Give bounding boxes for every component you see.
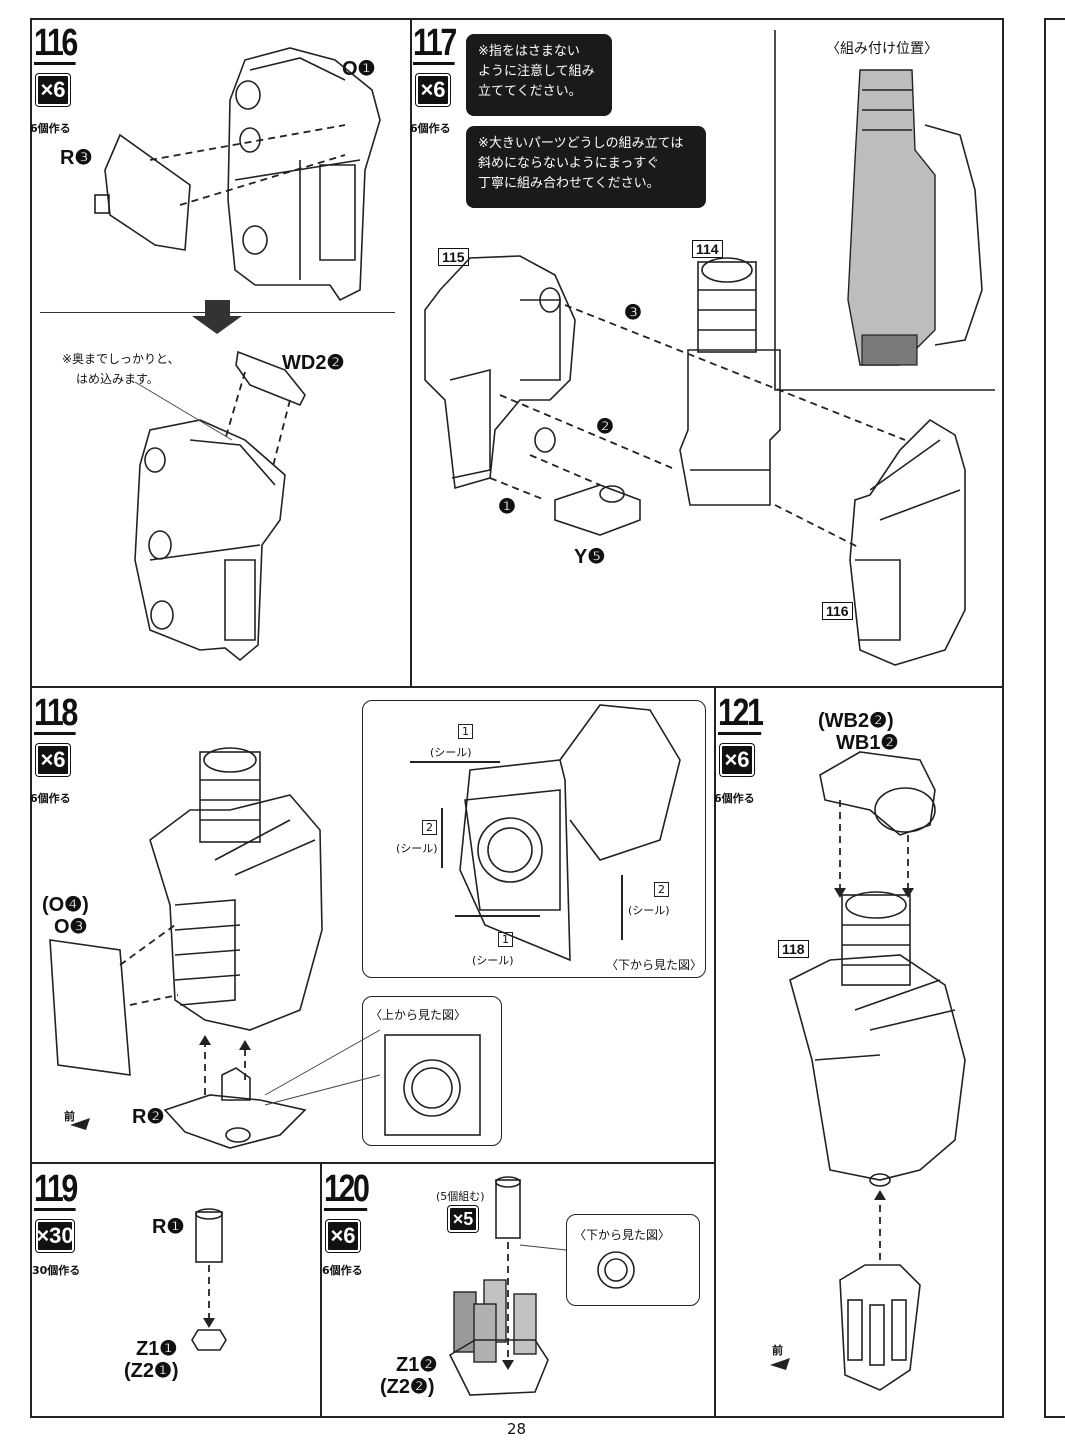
make-count-120: 6個作る xyxy=(322,1264,363,1277)
part-label-o1: O❶ xyxy=(342,58,376,80)
part-label-z1-1: Z1❶ xyxy=(136,1338,178,1360)
part-label-r2: R❷ xyxy=(132,1106,165,1128)
make-count-118: 6個作る xyxy=(30,792,71,805)
ref-box-114: 114 xyxy=(692,240,723,258)
sticker-seal-label-4: (シール) xyxy=(472,954,514,967)
sticker-number-1a: 1 xyxy=(458,724,473,739)
part-label-o4: (O❹) xyxy=(42,894,89,916)
multiplier-badge-118: ×6 xyxy=(36,744,70,776)
part-label-wb1: WB1❷ xyxy=(836,732,899,754)
sticker-seal-label-2: (シール) xyxy=(396,842,438,855)
part-label-r3: R❸ xyxy=(60,147,93,169)
make-count-116: 6個作る xyxy=(30,122,71,135)
page-number: 28 xyxy=(507,1420,527,1438)
panel-step-120 xyxy=(320,1162,716,1418)
warning-fingers-line1: ※指をはさまない xyxy=(478,44,580,59)
multiplier-badge-121: ×6 xyxy=(720,744,754,776)
make-five-label: (5個組む) xyxy=(436,1190,485,1203)
sticker-inset xyxy=(362,700,706,978)
ref-box-115: 115 xyxy=(438,248,469,266)
step-number-121: 121 xyxy=(718,692,764,735)
part-label-r1: R❶ xyxy=(152,1216,185,1238)
step-number-117: 117 xyxy=(413,22,457,65)
warning-box-fingers: ※指をはさまない ように注意して組み 立ててください。 xyxy=(466,34,612,116)
part-label-o3: O❸ xyxy=(54,916,88,938)
ref-box-118: 118 xyxy=(778,940,809,958)
part-label-wb2: (WB2❷) xyxy=(818,710,894,732)
bottom-view-label-118: 〈下から見た図〉 xyxy=(606,958,703,972)
make-count-117: 6個作る xyxy=(410,122,451,135)
part-label-y5: Y❺ xyxy=(574,546,606,568)
sticker-number-2a: 2 xyxy=(422,820,437,835)
sticker-seal-label-1: (シール) xyxy=(430,746,472,759)
multiplier-badge-119: ×30 xyxy=(36,1220,74,1252)
warning-box-alignment: ※大きいパーツどうしの組み立ては 斜めにならないようにまっすぐ 丁寧に組み合わせ… xyxy=(466,126,706,208)
step-number-119: 119 xyxy=(34,1168,78,1211)
front-label-118: 前 xyxy=(64,1110,75,1123)
multiplier-badge-120: ×6 xyxy=(326,1220,360,1252)
sticker-number-2b: 2 xyxy=(654,882,669,897)
top-view-label: 〈上から見た図〉 xyxy=(370,1008,467,1022)
panel-next-page-edge xyxy=(1044,18,1065,1418)
step-number-118: 118 xyxy=(34,692,78,735)
ref-box-116: 116 xyxy=(822,602,853,620)
note-push-line2: はめ込みます。 xyxy=(76,372,159,386)
arrow-number-1: ❶ xyxy=(498,496,516,518)
part-label-z2-2: (Z2❷) xyxy=(380,1376,435,1398)
warning-alignment-line3: 丁寧に組み合わせてください。 xyxy=(478,176,660,191)
sticker-number-1b: 1 xyxy=(498,932,513,947)
bottom-view-callout-120 xyxy=(566,1214,700,1306)
make-count-121: 6個作る xyxy=(714,792,755,805)
step-number-120: 120 xyxy=(324,1168,370,1211)
part-label-z2-1: (Z2❶) xyxy=(124,1360,179,1382)
multiplier-badge-117: ×6 xyxy=(416,74,450,106)
part-label-z1-2: Z1❷ xyxy=(396,1354,438,1376)
bottom-view-label-120: 〈下から見た図〉 xyxy=(574,1228,671,1242)
panel-step-121 xyxy=(714,686,1004,1418)
warning-fingers-line2: ように注意して組み xyxy=(478,64,595,79)
part-label-wd2: WD2❷ xyxy=(282,352,345,374)
sticker-seal-label-3: (シール) xyxy=(628,904,670,917)
warning-fingers-line3: 立ててください。 xyxy=(478,84,582,99)
multiplier-badge-116: ×6 xyxy=(36,74,70,106)
assembled-position-label: 〈組み付け位置〉 xyxy=(826,41,938,57)
make-count-119: 30個作る xyxy=(32,1264,81,1277)
warning-alignment-line2: 斜めにならないようにまっすぐ xyxy=(478,156,660,171)
note-push-line1: ※奥までしっかりと、 xyxy=(62,352,180,366)
arrow-number-2: ❷ xyxy=(596,416,614,438)
multiplier-badge-x5: ×5 xyxy=(448,1206,478,1232)
front-label-121: 前 xyxy=(772,1344,783,1357)
warning-alignment-line1: ※大きいパーツどうしの組み立ては xyxy=(478,136,684,151)
arrow-number-3: ❸ xyxy=(624,302,642,324)
step-number-116: 116 xyxy=(34,22,78,65)
